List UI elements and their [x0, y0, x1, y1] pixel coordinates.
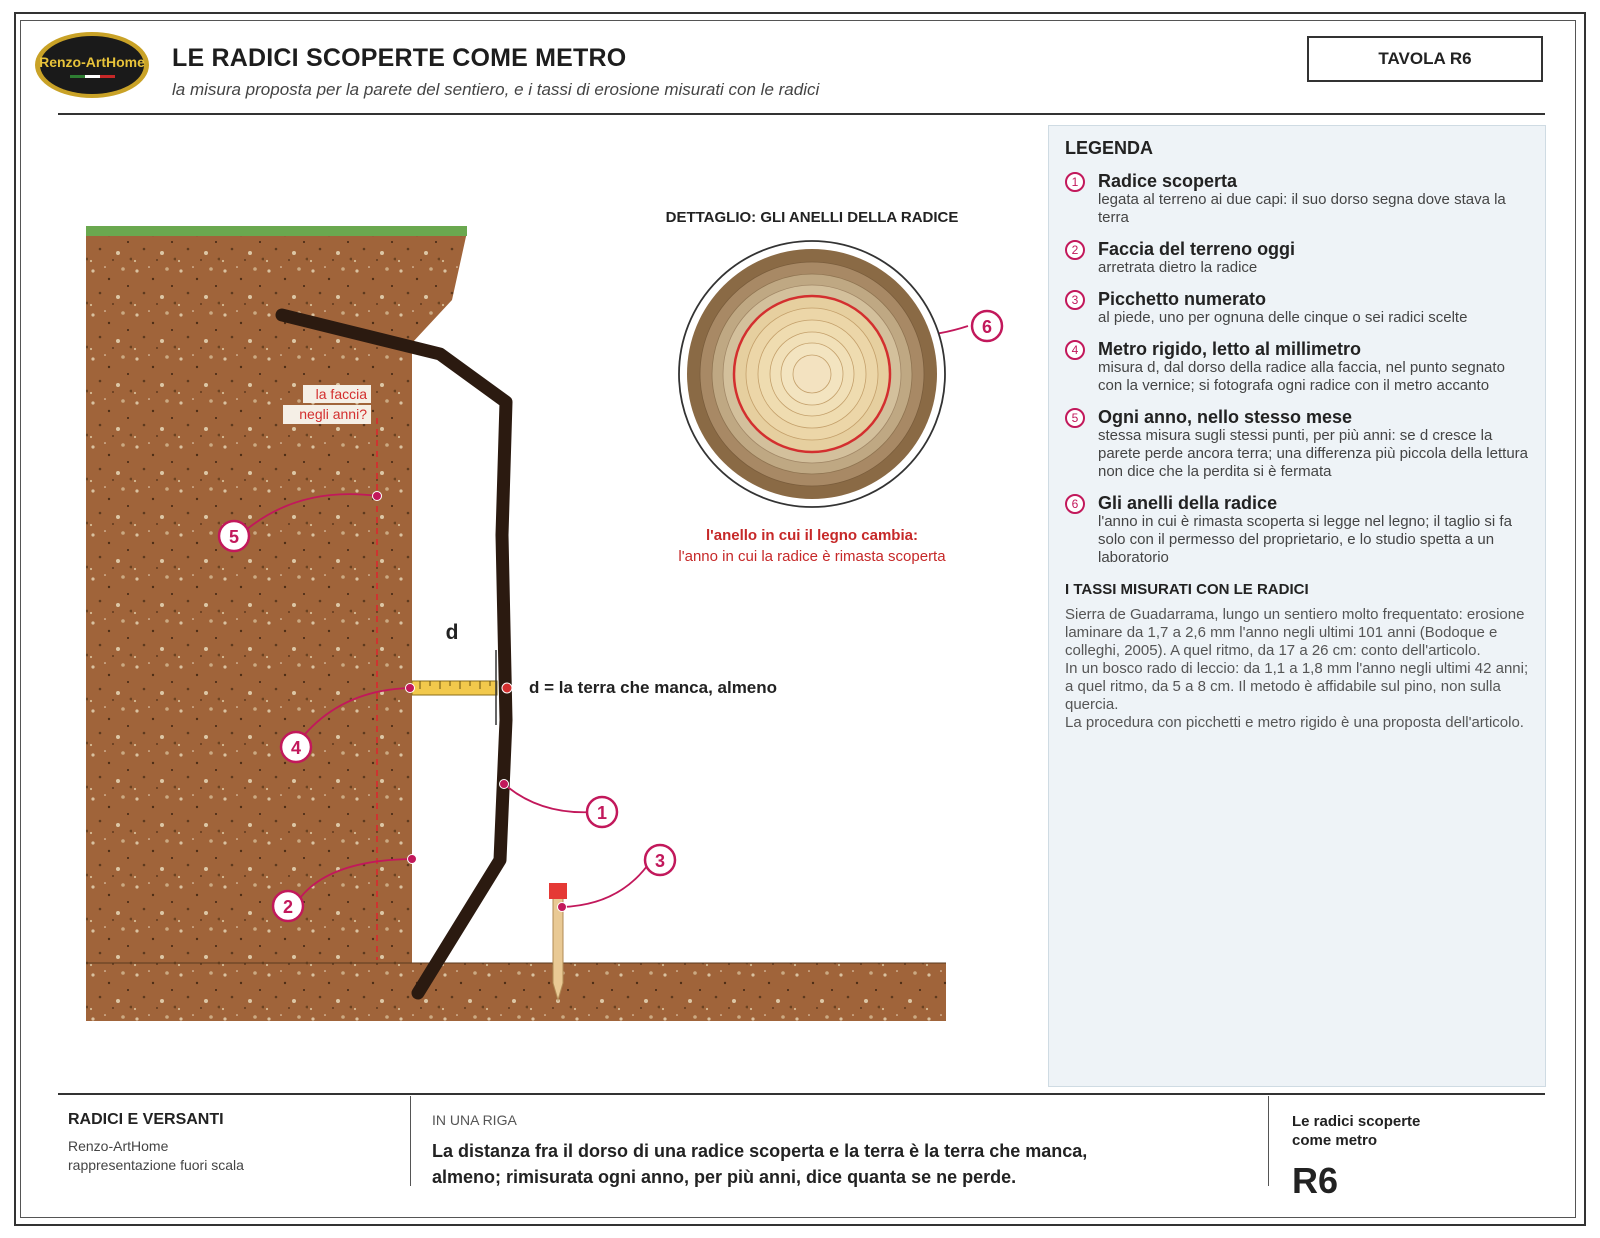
svg-text:1: 1 [597, 803, 607, 823]
legend-item-title: Metro rigido, letto al millimetro [1098, 339, 1362, 359]
ring-caption: l'anno in cui la radice è rimasta scoper… [678, 548, 946, 565]
footer-plate-title: Le radici scoperte come metro [1292, 1113, 1421, 1149]
footer-summary-label: IN UNA RIGA [432, 1112, 517, 1128]
svg-text:2: 2 [283, 897, 293, 917]
svg-text:4: 4 [291, 738, 301, 758]
ruler [411, 680, 498, 696]
face-note-line2: negli anni? [299, 406, 367, 422]
legend-title: LEGENDA [1065, 138, 1154, 158]
footer-separator [1268, 1096, 1269, 1186]
callout-2: 2 [271, 889, 305, 923]
logo-text: Renzo-ArtHome [39, 54, 145, 70]
callout-1: 1 [585, 795, 619, 829]
soil-wall [86, 232, 467, 963]
callout-3: 3 [643, 843, 677, 877]
legend-item: 3 Picchetto numerato al piede, uno per o… [1065, 289, 1531, 327]
paint-mark [501, 682, 513, 694]
legend-number: 3 [1065, 290, 1085, 310]
legend-number: 5 [1065, 408, 1085, 428]
logo: Renzo-ArtHome [35, 32, 149, 98]
legend-item: 5 Ogni anno, nello stesso mese stessa mi… [1065, 407, 1531, 481]
legend-item-desc: al piede, uno per ognuna delle cinque o … [1098, 309, 1468, 326]
svg-text:6: 6 [982, 317, 992, 337]
header-rule [58, 113, 1545, 115]
legend-number: 4 [1065, 340, 1085, 360]
callout-6: 6 [970, 309, 1004, 343]
legend-item-title: Picchetto numerato [1098, 289, 1267, 309]
legend-number: 2 [1065, 240, 1085, 260]
legend-item-desc: arretrata dietro la radice [1098, 259, 1258, 276]
legend-item-desc: misura d, dal dorso della radice alla fa… [1098, 359, 1505, 394]
d-label: d [446, 621, 459, 644]
svg-text:5: 5 [229, 527, 239, 547]
legend-item: 6 Gli anelli della radice l'anno in cui … [1065, 493, 1531, 567]
legend-item: 1 Radice scoperta legata al terreno ai d… [1065, 171, 1531, 227]
callout-4: 4 [279, 730, 313, 764]
legend-item: 4 Metro rigido, letto al millimetro misu… [1065, 339, 1531, 395]
legend-item: 2 Faccia del terreno oggi arretrata diet… [1065, 239, 1531, 277]
legend-item-title: Gli anelli della radice [1098, 493, 1278, 513]
legend-item-title: Faccia del terreno oggi [1098, 239, 1296, 259]
svg-text:3: 3 [655, 851, 665, 871]
legend-panel: LEGENDA 1 Radice scoperta legata al terr… [1048, 125, 1546, 1087]
legend-item-desc: stessa misura sugli stessi punti, per pi… [1098, 427, 1528, 480]
callout-5: 5 [217, 519, 251, 553]
footer-plate-code: R6 [1292, 1160, 1339, 1201]
tavola-box: TAVOLA R6 [1307, 36, 1543, 82]
page-title: LE RADICI SCOPERTE COME METRO [172, 44, 627, 72]
footer-summary: La distanza fra il dorso di una radice s… [432, 1141, 1088, 1187]
outer-frame [14, 12, 1586, 1226]
callout-leaders [245, 317, 969, 908]
root-cross-section [678, 240, 946, 508]
legend-item-desc: legata al terreno ai due capi: il suo do… [1098, 191, 1506, 226]
legend-item-title: Radice scoperta [1098, 171, 1238, 191]
face-note-line1: la faccia [316, 386, 368, 402]
detail-title: DETTAGLIO: GLI ANELLI DELLA RADICE [666, 209, 959, 226]
legend-item-desc: l'anno in cui è rimasta scoperta si legg… [1098, 513, 1512, 566]
rates-title: I TASSI MISURATI CON LE RADICI [1065, 581, 1309, 598]
footer-author: Renzo-ArtHome [68, 1138, 169, 1154]
legend-number: 1 [1065, 172, 1085, 192]
ring-caption-bold: l'anello in cui il legno cambia: [706, 527, 918, 544]
d-explanation: d = la terra che manca, almeno [529, 678, 777, 697]
grass-strip [86, 226, 467, 236]
footer-series-title: RADICI E VERSANTI [68, 1111, 224, 1128]
root-diagram: la faccia negli anni? d d = la terra che… [86, 209, 1004, 1021]
footer-rule [58, 1093, 1545, 1095]
stake [549, 883, 567, 1002]
legend-number: 6 [1065, 494, 1085, 514]
inner-frame [20, 20, 1576, 1218]
exposed-root [275, 308, 513, 1000]
ground [86, 962, 946, 1021]
legend-item-title: Ogni anno, nello stesso mese [1098, 407, 1353, 427]
footer-scale-note: rappresentazione fuori scala [68, 1157, 244, 1173]
page-subtitle: la misura proposta per la parete del sen… [172, 80, 820, 99]
footer-credits: Renzo-ArtHome rappresentazione fuori sca… [68, 1137, 244, 1175]
face-note: la faccia negli anni? [283, 385, 371, 424]
rates-text: Sierra de Guadarrama, lungo un sentiero … [1065, 606, 1529, 731]
footer-separator [410, 1096, 411, 1186]
